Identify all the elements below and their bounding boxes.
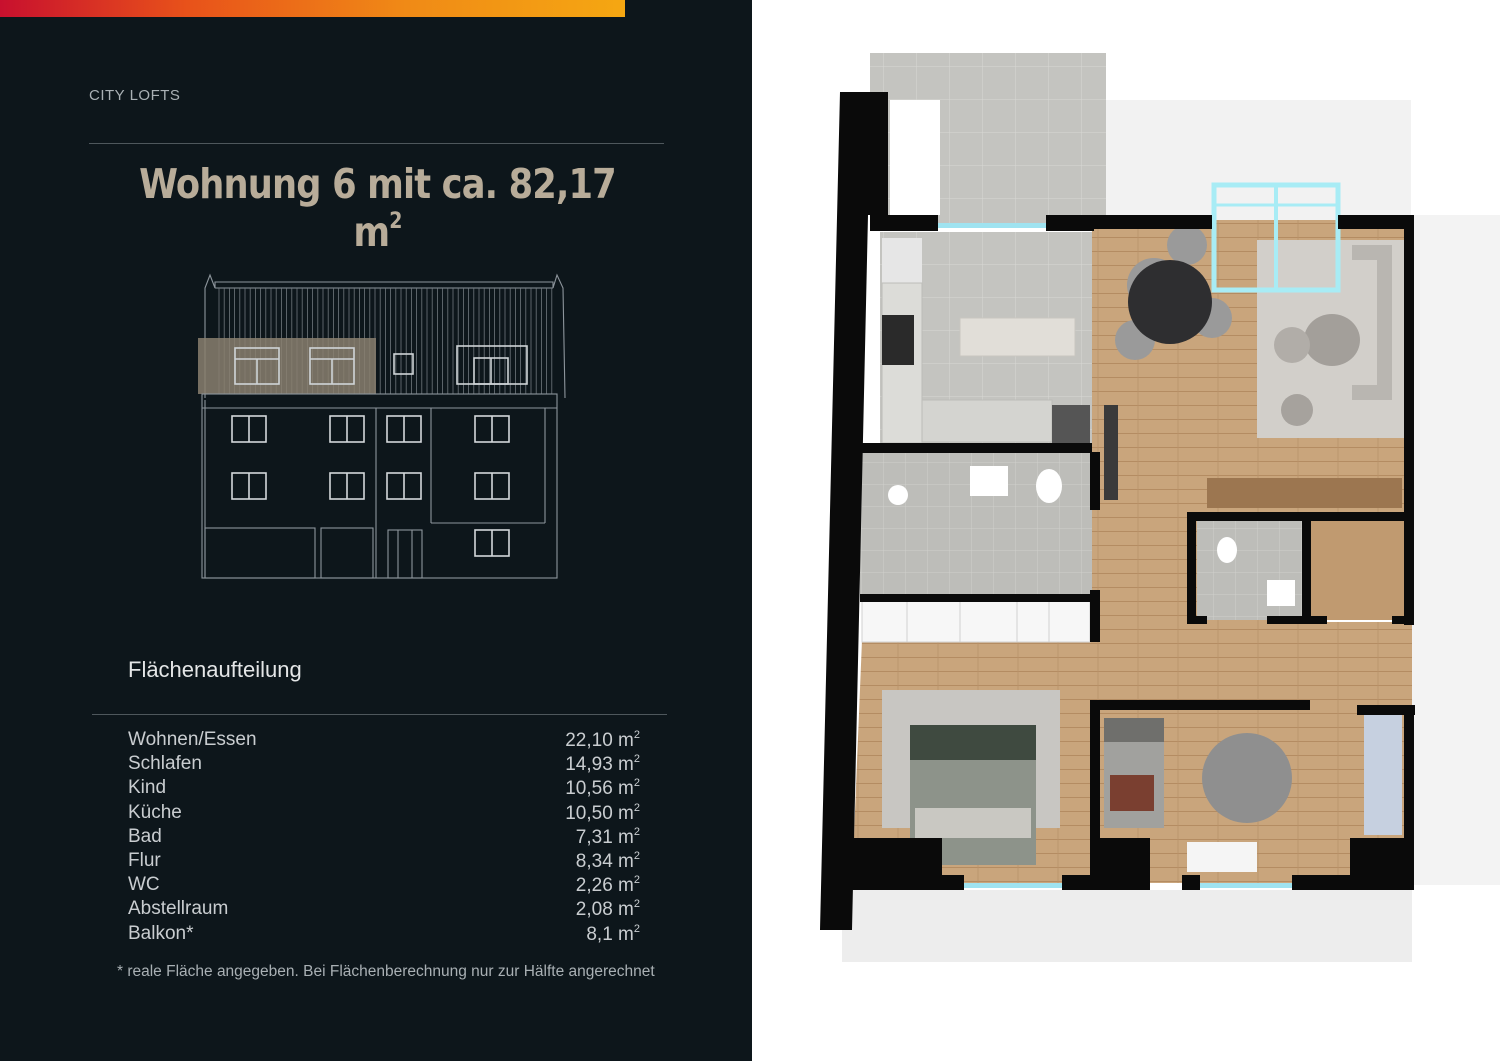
coffee-table: [1304, 314, 1360, 366]
walls: [820, 92, 1415, 930]
shower-drain: [888, 485, 908, 505]
kitchen-counter-bottom: [921, 399, 1053, 443]
area-value-text: 10,56 m: [565, 778, 634, 800]
area-value: 14,93 m2: [565, 753, 640, 776]
bath-vanity: [970, 466, 1008, 496]
brand-label: CITY LOFTS: [89, 87, 181, 104]
section-heading: Flächenaufteilung: [128, 657, 302, 682]
area-name: Kind: [128, 777, 167, 799]
neighbour-terrace: [1091, 100, 1411, 220]
area-unit-sup: 2: [633, 729, 640, 741]
area-value: 10,50 m2: [565, 802, 640, 825]
divider-top: [89, 143, 664, 144]
floor-plan: [820, 53, 1500, 962]
storage-floor: [1307, 520, 1412, 620]
storage-cabinet: [1364, 715, 1402, 835]
wc-toilet: [1217, 537, 1237, 563]
area-row: Flur 8,34 m2: [128, 850, 640, 874]
building-facade-drawing: [198, 273, 566, 579]
kitchen-island: [959, 317, 1076, 357]
area-name: WC: [128, 874, 160, 896]
area-value-text: 22,10 m: [565, 730, 634, 751]
dining-table: [1115, 225, 1232, 360]
area-value-text: 2,26 m: [575, 875, 634, 897]
area-unit-sup: 2: [633, 874, 640, 887]
area-unit-sup: 2: [633, 849, 640, 862]
area-row: Küche 10,50 m2: [128, 802, 640, 826]
sideboard: [1207, 478, 1402, 508]
kids-rug: [1202, 733, 1292, 823]
toilet: [1036, 469, 1062, 503]
armchair: [1281, 394, 1313, 426]
area-row: Wohnen/Essen 22,10 m2: [128, 729, 640, 753]
area-unit-sup: 2: [633, 922, 640, 935]
oven-column: [1052, 405, 1090, 443]
fridge: [882, 238, 922, 283]
area-value: 2,08 m2: [576, 898, 640, 921]
area-value: 10,56 m2: [565, 777, 640, 800]
area-row: Kind 10,56 m2: [128, 777, 640, 801]
title-text: Wohnung 6 mit ca. 82,17 m: [139, 160, 617, 256]
wc-basin: [1267, 580, 1295, 606]
area-name: Bad: [128, 825, 162, 847]
area-row: WC 2,26 m2: [128, 874, 640, 898]
balcony-planter: [890, 100, 940, 215]
wardrobe: [861, 599, 1091, 643]
desk: [1187, 842, 1257, 872]
info-panel: CITY LOFTS Wohnung 6 mit ca. 82,17 m2: [0, 0, 752, 1061]
area-value: 22,10 m2: [565, 729, 640, 752]
area-value-text: 10,50 m: [565, 802, 634, 824]
cooktop: [882, 315, 914, 365]
area-unit-sup: 2: [633, 801, 640, 814]
windows: [938, 223, 1292, 888]
area-value: 7,31 m2: [576, 826, 640, 849]
title-unit-sup: 2: [389, 209, 402, 234]
highlighted-unit: [198, 338, 376, 394]
footnote: * reale Fläche angegeben. Bei Flächenber…: [117, 963, 655, 980]
area-row: Bad 7,31 m2: [128, 826, 640, 850]
area-value: 8,34 m2: [576, 850, 640, 873]
area-unit-sup: 2: [633, 753, 640, 766]
area-value-text: 8,34 m: [575, 850, 634, 872]
area-value-text: 7,31 m: [575, 826, 634, 848]
accent-bar: [0, 0, 625, 17]
area-value-text: 14,93 m: [565, 754, 634, 776]
hall-shelf: [1104, 405, 1118, 500]
page-title: Wohnung 6 mit ca. 82,17 m2: [130, 160, 625, 256]
area-name: Wohnen/Essen: [128, 729, 257, 750]
area-value-text: 2,08 m: [575, 899, 634, 921]
area-name: Flur: [128, 849, 161, 871]
area-value: 2,26 m2: [576, 874, 640, 897]
area-row: Balkon* 8,1 m2: [128, 923, 640, 947]
area-unit-sup: 2: [633, 898, 640, 911]
area-unit-sup: 2: [633, 825, 640, 838]
divider-areas: [92, 714, 667, 715]
area-name: Abstellraum: [128, 898, 229, 920]
side-table: [1274, 327, 1310, 363]
bed-headboard: [910, 725, 1036, 760]
ground-shadow: [842, 890, 1412, 962]
area-unit-sup: 2: [633, 777, 640, 790]
area-row: Schlafen 14,93 m2: [128, 753, 640, 777]
area-value: 8,1 m2: [586, 923, 640, 946]
area-value-text: 8,1 m: [586, 923, 634, 945]
blanket: [1110, 775, 1154, 811]
area-name: Balkon*: [128, 922, 194, 944]
sofa: [1352, 245, 1392, 400]
area-name: Küche: [128, 801, 182, 823]
area-name: Schlafen: [128, 753, 202, 775]
neighbour-unit: [1412, 215, 1500, 885]
area-row: Abstellraum 2,08 m2: [128, 898, 640, 922]
